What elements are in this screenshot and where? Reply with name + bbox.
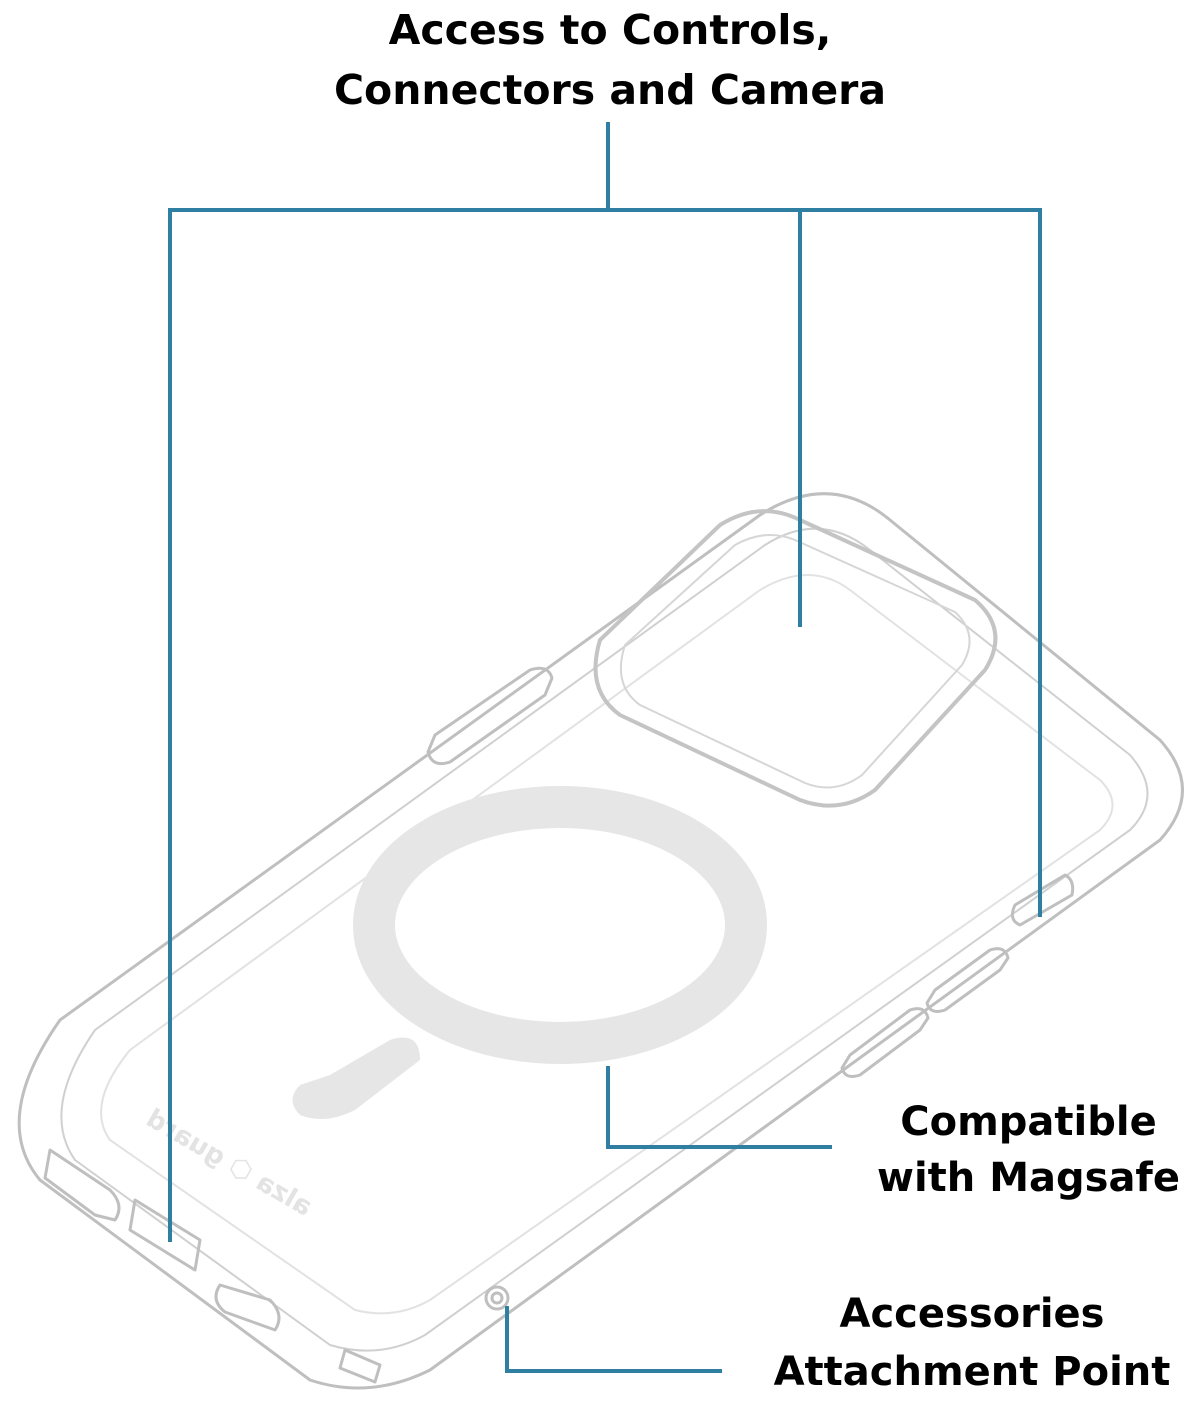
leader-line-magsafe (606, 1066, 832, 1149)
case-floor-edge (100, 574, 1114, 1315)
side-button-cutout-1 (426, 666, 554, 766)
side-button-cutout-2 (43, 1148, 121, 1222)
case-inner-rim (60, 527, 1149, 1352)
controls-camera-callout-line2: Connectors and Camera (333, 66, 887, 114)
magsafe-ring (353, 786, 767, 1064)
lanyard-hole (484, 1285, 510, 1311)
leader-lines (168, 122, 1042, 1373)
camera-cutout-outer (593, 509, 998, 808)
accessories-callout: Accessories Attachment Point (752, 1285, 1192, 1401)
magsafe-callout-line1: Compatible (900, 1099, 1157, 1145)
right-button-cutout-2 (925, 947, 1010, 1013)
case-outer-outline (17, 492, 1184, 1390)
camera-cutout-inner (619, 534, 971, 789)
lanyard-hole-inner (490, 1291, 504, 1305)
bottom-port-cutout-2 (214, 1283, 281, 1332)
bottom-port-cutout-1 (128, 1198, 202, 1272)
controls-camera-callout-line1: Access to Controls, (388, 6, 832, 54)
magsafe-callout-line2: with Magsafe (877, 1155, 1180, 1201)
case-branding-watermark: alza ⬡ guard (141, 1104, 317, 1223)
leader-line-accessories (505, 1306, 722, 1373)
phone-case-illustration (17, 492, 1184, 1390)
magsafe-ring-graphic (292, 786, 767, 1119)
right-button-cutout-1 (840, 1007, 930, 1078)
magsafe-callout: Compatible with Magsafe (862, 1094, 1195, 1206)
magsafe-alignment-tab (292, 1037, 420, 1119)
controls-camera-callout: Access to Controls, Connectors and Camer… (300, 0, 920, 120)
accessories-callout-line1: Accessories (839, 1291, 1105, 1337)
accessories-callout-line2: Attachment Point (773, 1349, 1171, 1395)
right-button-cutout-3 (1010, 873, 1075, 927)
bottom-port-cutout-3 (338, 1348, 382, 1384)
